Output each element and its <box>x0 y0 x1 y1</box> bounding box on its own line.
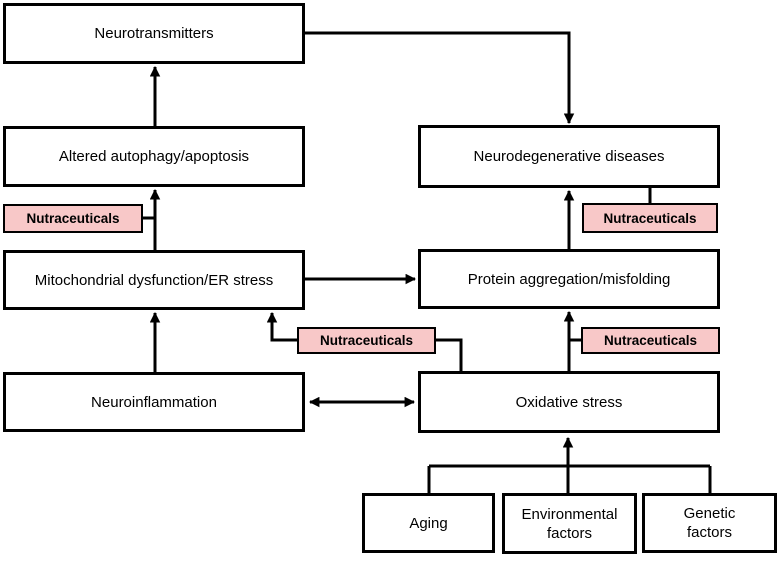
arrow-nutraceuticals2-to-mitochondrial <box>266 311 297 342</box>
node-nutraceuticals-2: Nutraceuticals <box>297 327 436 354</box>
node-nutraceuticals-3: Nutraceuticals <box>581 327 720 354</box>
arrow-neurotransmitters-to-neurodegenerative <box>305 31 575 125</box>
node-oxidative-stress: Oxidative stress <box>418 371 720 433</box>
node-protein-aggregation: Protein aggregation/misfolding <box>418 249 720 309</box>
node-neuroinflammation: Neuroinflammation <box>3 372 305 432</box>
node-label: Oxidative stress <box>515 393 623 411</box>
node-label: Protein aggregation/misfolding <box>467 270 671 288</box>
node-label: Environmental factors <box>521 505 618 542</box>
node-label: Mitochondrial dysfunction/ER stress <box>34 271 274 289</box>
line-nutraceuticals2-to-oxidative <box>436 338 463 371</box>
node-altered-autophagy: Altered autophagy/apoptosis <box>3 126 305 187</box>
node-label: Neurodegenerative diseases <box>473 148 665 165</box>
node-nutraceuticals-1: Nutraceuticals <box>3 204 143 233</box>
node-mitochondrial-dysfunction: Mitochondrial dysfunction/ER stress <box>3 250 305 310</box>
node-nutraceuticals-4: Nutraceuticals <box>582 203 718 233</box>
node-aging: Aging <box>362 493 495 553</box>
node-label: Genetic factors <box>683 505 736 541</box>
node-label: Neuroinflammation <box>91 393 217 411</box>
node-label: Nutraceuticals <box>319 333 414 348</box>
node-label: Altered autophagy/apoptosis <box>58 148 250 165</box>
node-label: Nutraceuticals <box>26 211 120 226</box>
node-label: Nutraceuticals <box>603 210 697 226</box>
node-neurodegenerative-diseases: Neurodegenerative diseases <box>418 125 720 188</box>
node-neurotransmitters: Neurotransmitters <box>3 3 305 64</box>
node-label: Aging <box>409 514 448 532</box>
node-environmental-factors: Environmental factors <box>502 493 637 554</box>
node-genetic-factors: Genetic factors <box>642 493 777 553</box>
node-label: Neurotransmitters <box>94 25 214 42</box>
node-label: Nutraceuticals <box>603 333 698 348</box>
